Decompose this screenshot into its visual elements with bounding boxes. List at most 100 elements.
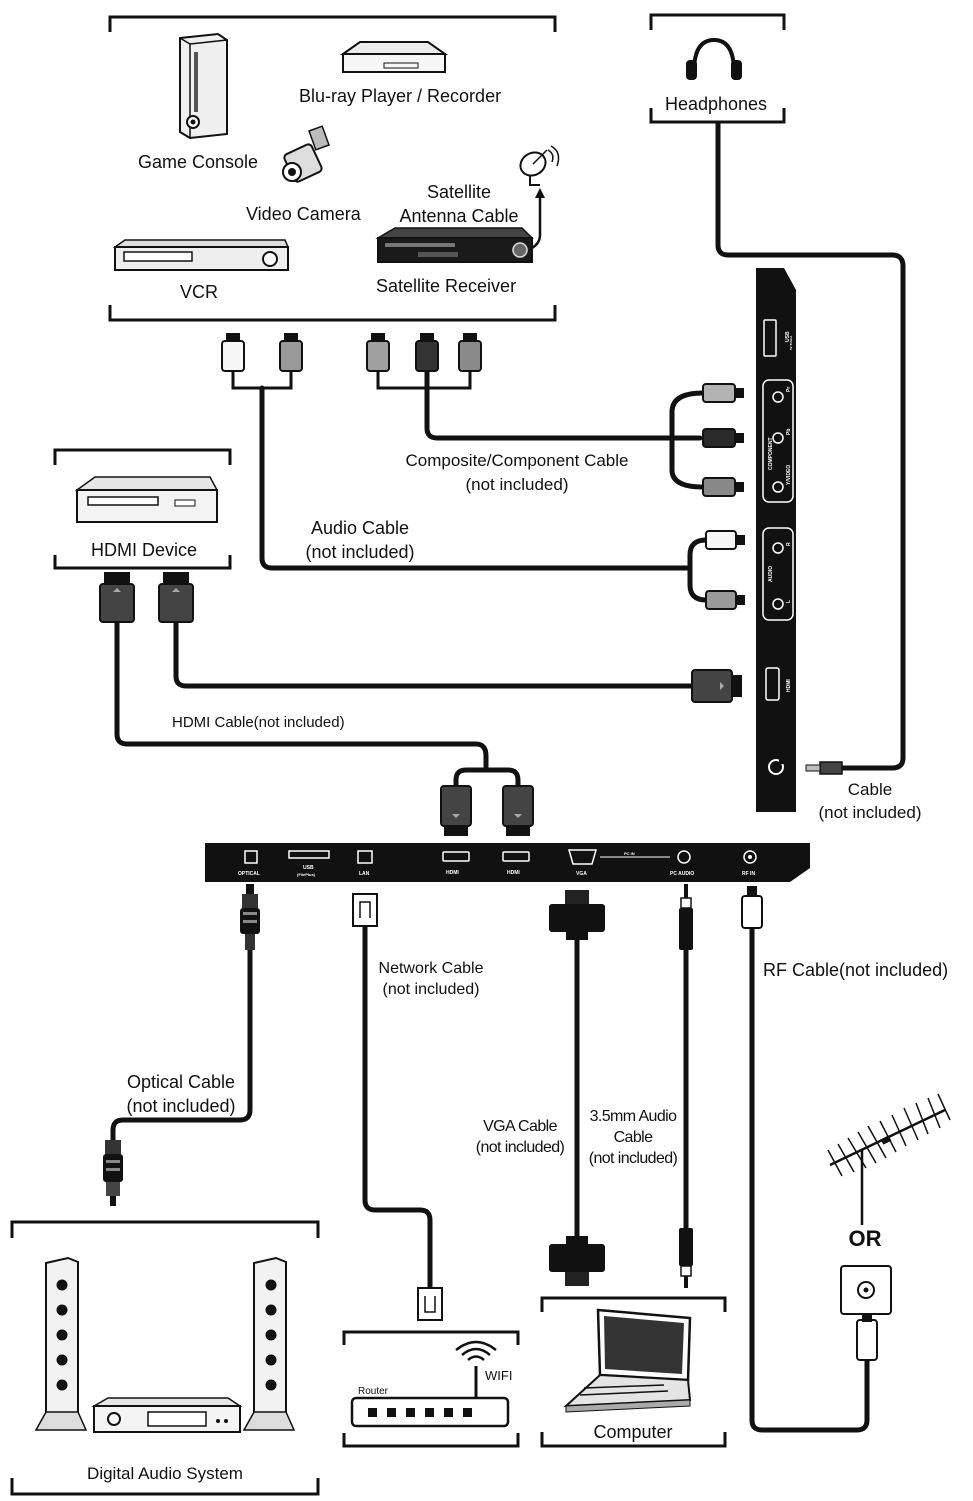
headphone-cable-sublabel: (not included) [818, 803, 921, 822]
audio-cable-branch [687, 537, 709, 603]
antenna-icon [827, 1093, 951, 1225]
hdmi-plug-left [99, 572, 135, 623]
side-hdmi-label: HDMI [786, 679, 792, 692]
optical-cable-label: Optical Cable [127, 1072, 235, 1092]
lan-plug [352, 893, 378, 927]
composite-cable-sublabel: (not included) [465, 475, 568, 494]
lan-plug-bottom [417, 1287, 443, 1321]
composite-cable-label: Composite/Component Cable [405, 451, 628, 470]
side-pr-label: Pr [786, 387, 792, 392]
rca-plug-pb-side [702, 428, 744, 448]
audio-cable [259, 385, 693, 571]
hdmi-plug-side-panel [691, 669, 742, 703]
hdmi-device-bracket-bottom [53, 555, 232, 570]
hdmi-cable-fork [453, 767, 521, 789]
bottom-rfin-label: RF IN [742, 871, 755, 877]
bottom-optical-label: OPTICAL [238, 871, 260, 877]
audio-cable-label: Audio Cable [311, 518, 409, 538]
headphone-cable-label: Cable [848, 780, 892, 799]
audio-receiver-icon [91, 1397, 243, 1433]
rca-plug-pr-side [702, 383, 744, 403]
rca-plug-component-2 [415, 333, 439, 372]
audio-cable-sublabel: (not included) [305, 542, 414, 562]
bottom-hdmi1-label: HDMI [446, 870, 459, 876]
rca-plug-component-1 [366, 333, 390, 372]
vga-cable-label: VGA Cable [483, 1118, 557, 1135]
computer-bracket-top [540, 1296, 727, 1312]
hdmi-cable-side [173, 619, 696, 689]
wifi-icon [455, 1340, 497, 1361]
audio-cable-split [231, 372, 293, 390]
bluray-player-icon [339, 41, 449, 73]
component-cable-trunk [424, 369, 703, 441]
vga-plug-bottom [549, 1236, 605, 1286]
satellite-label: Satellite [427, 182, 491, 202]
hdmi-device-icon [74, 476, 219, 523]
audio35-plug-bottom [679, 1228, 693, 1288]
digital-audio-label: Digital Audio System [87, 1464, 243, 1483]
game-console-icon [179, 32, 228, 140]
router-bracket-bottom [342, 1433, 520, 1448]
wifi-label: WIFI [485, 1368, 512, 1383]
rf-plug-bottom [856, 1314, 878, 1361]
bottom-pcin-label: PC IN [624, 851, 635, 856]
headphones-label: Headphones [665, 94, 767, 114]
bottom-usb-label: USB [303, 865, 314, 871]
rca-plug-audio-r-side [705, 530, 745, 550]
network-cable-label: Network Cable [379, 960, 484, 977]
computer-bracket-bottom [540, 1432, 727, 1448]
hdmi-plug-bottom-1 [440, 785, 472, 836]
component-cable-branch-top [669, 390, 706, 490]
headphone-cable [715, 120, 906, 771]
satellite-receiver-icon [375, 227, 534, 263]
rca-plug-audio-l-side [705, 590, 745, 610]
or-label: OR [849, 1226, 882, 1251]
video-camera-icon [282, 125, 330, 183]
audio35-cable-label: 3.5mm Audio [590, 1108, 677, 1125]
bluray-label: Blu-ray Player / Recorder [299, 86, 501, 106]
optical-cable [110, 947, 253, 1143]
network-cable-sublabel: (not included) [383, 981, 480, 998]
vga-plug-top [549, 890, 605, 940]
rca-plug-white-top [221, 333, 245, 372]
router-bracket-top [342, 1330, 520, 1345]
headphones-icon [686, 37, 742, 80]
optical-plug-bottom [103, 1140, 123, 1206]
hdmi-plug-bottom-2 [502, 785, 534, 836]
speaker-left-icon [34, 1256, 88, 1431]
vcr-label: VCR [180, 282, 218, 302]
hdmi-device-bracket-top [53, 448, 232, 465]
component-cable-split-left [376, 372, 472, 390]
tv-bottom-panel [205, 843, 810, 882]
video-camera-label: Video Camera [246, 204, 362, 224]
side-pb-label: Pb [786, 429, 792, 435]
rca-plug-y-side [702, 477, 744, 497]
rf-plug-top [741, 886, 763, 929]
side-usb-label: USB [785, 331, 791, 342]
hdmi-cable-bottom [114, 619, 489, 773]
audio35-cable-sublabel: (not included) [589, 1150, 678, 1167]
audio35-plug-top [679, 884, 693, 950]
laptop-icon [563, 1308, 692, 1413]
headphone-jack-plug [805, 761, 843, 775]
side-component-label: COMPONENT [768, 438, 774, 471]
optical-cable-sublabel: (not included) [126, 1096, 235, 1116]
bottom-lan-label: LAN [359, 871, 370, 877]
side-usb-sub-label: 5V 500mA [789, 335, 793, 350]
hdmi-device-label: HDMI Device [91, 540, 197, 560]
source-devices-bracket-top [108, 15, 557, 32]
audio-system-bracket-top [10, 1220, 320, 1238]
bottom-vga-label: VGA [576, 871, 587, 877]
router-label: Router [358, 1386, 389, 1397]
audio35-cable-label-2: Cable [614, 1129, 654, 1146]
tv-side-panel [756, 268, 796, 812]
vga-cable-sublabel: (not included) [476, 1139, 565, 1156]
audio-system-bracket-bottom [10, 1478, 320, 1496]
computer-label: Computer [593, 1422, 672, 1442]
side-r-label: R [786, 542, 792, 546]
wall-outlet-icon [840, 1265, 892, 1315]
router-icon [350, 1366, 510, 1428]
bottom-usb-sub-label: (FilePlus) [297, 872, 316, 877]
bottom-hdmi2-label: HDMI [507, 870, 520, 876]
